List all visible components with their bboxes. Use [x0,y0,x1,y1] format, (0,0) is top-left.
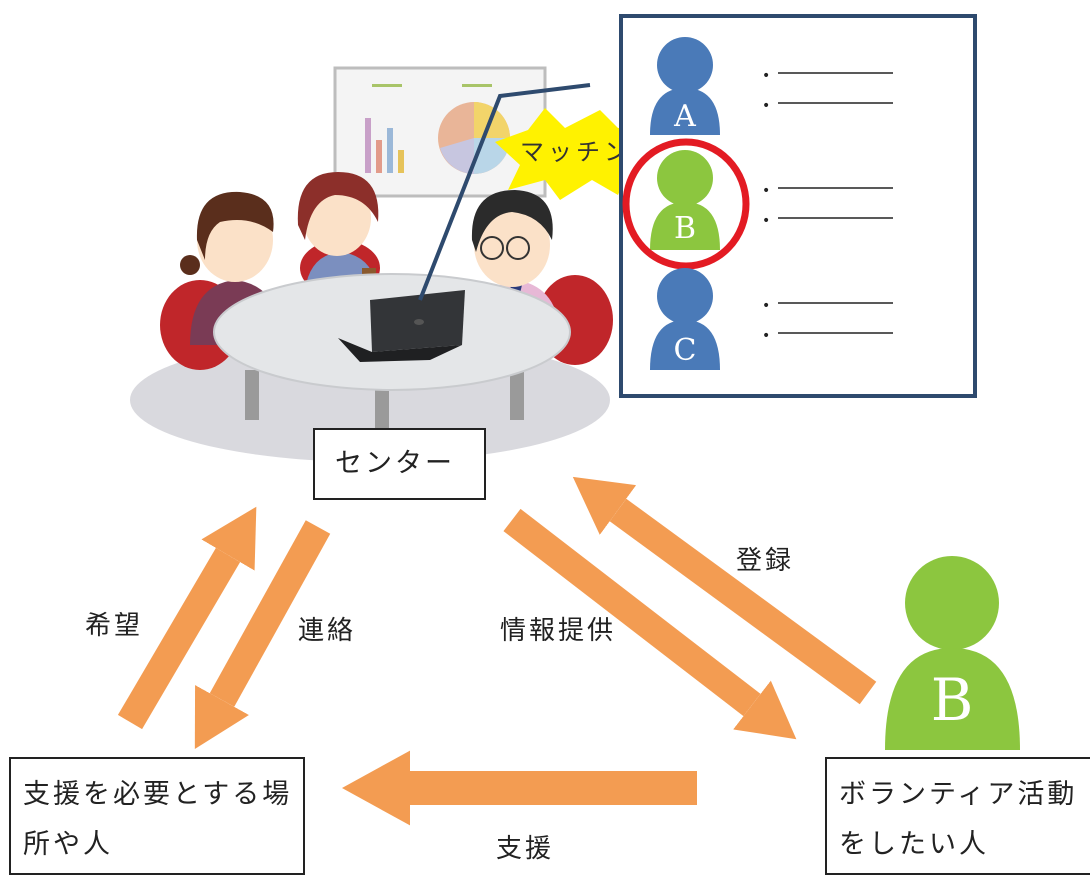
laptop-icon [338,290,465,362]
registry-person-c: C • • [650,268,893,370]
bullet-icon: • [762,328,770,344]
bullet-icon: • [762,68,770,84]
registry-letter-c: C [674,333,697,368]
registry-person-b: B • • [622,138,893,270]
volunteer-figure-letter: B [931,666,974,734]
registry-letter-a: A [673,99,696,134]
support-place-line-2: 所や人 [23,829,113,860]
bullet-icon: • [762,183,770,199]
label-wish: 希望 [85,611,144,641]
support-place-line-1: 支援を必要とする場 [23,779,293,810]
bullet-icon: • [762,213,770,229]
support-place-box: 支援を必要とする場 所や人 [9,757,305,875]
bullet-icon: • [762,98,770,114]
volunteer-line-2: をしたい人 [839,829,989,860]
label-support: 支援 [496,834,555,864]
selection-circle-icon [622,138,750,270]
flow-arrows [117,476,877,826]
bullet-icon: • [762,298,770,314]
arrow-contact [194,520,331,749]
meeting-illustration [130,66,613,462]
label-contact: 連絡 [298,616,357,646]
volunteer-registry-panel: A • • B • • C • • [619,14,977,398]
registry-person-a: A • • [650,37,893,135]
whiteboard-icon [333,66,547,198]
label-info: 情報提供 [500,616,617,646]
registry-letter-b: B [674,211,696,246]
volunteer-box: ボランティア活動 をしたい人 [825,757,1090,875]
arrow-info [503,508,797,740]
volunteer-figure-b: B [885,556,1020,750]
center-box: センター [313,428,486,500]
volunteer-line-1: ボランティア活動 [839,779,1078,810]
arrow-wish [117,506,257,730]
laptop-connector-line [418,83,591,301]
arrow-register [572,476,877,705]
center-box-label: センター [335,448,455,479]
label-register: 登録 [736,546,795,576]
